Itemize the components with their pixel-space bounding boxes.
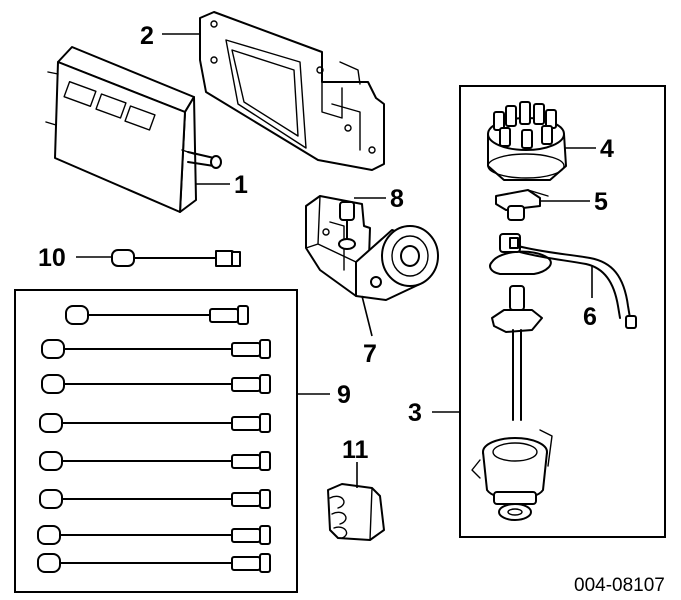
ignition-cable-set <box>37 305 271 573</box>
callout-3: 3 <box>408 399 422 427</box>
distributor-housing <box>471 285 553 521</box>
leader-7 <box>361 295 373 337</box>
rotor <box>495 189 549 221</box>
distributor-group-box <box>459 85 666 538</box>
single-ignition-cable <box>111 249 241 267</box>
coil-fastener <box>338 201 356 250</box>
callout-1: 1 <box>234 171 248 199</box>
cable-separator-clip <box>327 483 385 541</box>
callout-6: 6 <box>583 303 597 331</box>
callout-8: 8 <box>390 185 404 213</box>
callout-11: 11 <box>342 436 369 464</box>
callout-2: 2 <box>140 22 154 50</box>
callout-10: 10 <box>38 244 66 272</box>
mounting-bracket <box>199 11 385 171</box>
callout-7: 7 <box>363 340 377 368</box>
figure-code: 004-08107 <box>574 575 665 596</box>
distributor-cap <box>487 101 567 181</box>
ignition-cable-group-box <box>14 289 298 593</box>
callout-5: 5 <box>594 188 608 216</box>
callout-4: 4 <box>600 135 614 163</box>
engine-control-module <box>45 46 222 213</box>
ignition-coil <box>305 195 439 301</box>
callout-9: 9 <box>337 381 351 409</box>
pickup-sensor <box>489 233 637 329</box>
